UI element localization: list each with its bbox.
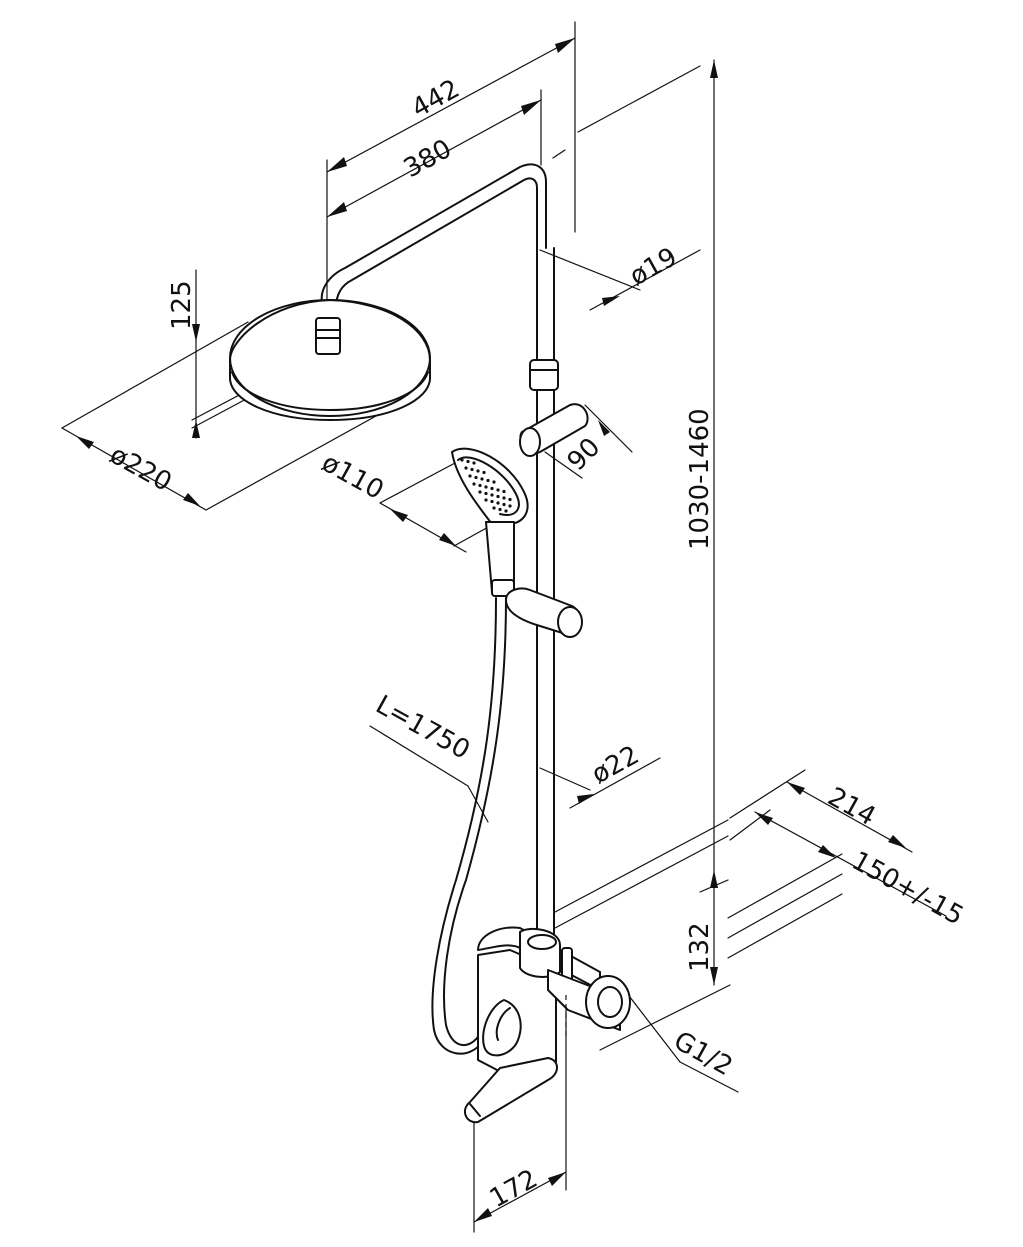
- dim-125: 125: [167, 280, 197, 330]
- nozzle-dot: [486, 478, 490, 483]
- nozzle-dot: [472, 482, 476, 486]
- dim-handshower-diameter: ø110: [317, 448, 389, 506]
- nozzle-dot: [476, 469, 480, 473]
- nozzle-dot: [508, 504, 512, 508]
- nozzle-dot: [466, 459, 470, 464]
- nozzle-dots: [460, 458, 512, 513]
- dim-132: 132: [685, 922, 715, 972]
- nozzle-dot: [468, 474, 472, 478]
- bath-spout: [463, 1057, 558, 1124]
- nozzle-dot: [508, 497, 512, 502]
- dim-spout-172: 172: [485, 1164, 543, 1214]
- dim-centers: 150+/-15: [847, 846, 969, 932]
- nozzle-dot: [482, 470, 486, 475]
- nozzle-dot: [484, 491, 488, 496]
- rain-shower-head: [229, 299, 431, 421]
- dim-arm-diameter: ø19: [625, 242, 682, 292]
- nozzle-dot: [498, 507, 502, 512]
- nozzle-dot: [484, 485, 488, 489]
- dim-442: 442: [407, 74, 465, 124]
- nozzle-dot: [504, 509, 508, 513]
- nozzle-dot: [460, 458, 464, 462]
- dim-214: 214: [823, 782, 881, 832]
- nozzle-dot: [490, 499, 494, 504]
- nozzle-dot: [502, 502, 506, 507]
- dim-380: 380: [399, 134, 457, 184]
- dim-slider-90: 90: [562, 432, 607, 477]
- hand-shower: [451, 447, 529, 597]
- lower-holder: [505, 587, 583, 638]
- nozzle-dot: [480, 477, 484, 481]
- nozzle-dot: [464, 466, 468, 470]
- dimension-lines: [61, 21, 947, 1233]
- slide-bar: [529, 247, 559, 936]
- nozzle-dot: [478, 483, 482, 488]
- dim-hose-length: L=1750: [371, 690, 475, 766]
- upper-holder: [519, 403, 589, 457]
- dim-head-diameter: ø220: [105, 440, 177, 498]
- dim-height-range: 1030-1460: [685, 408, 715, 550]
- lever-handle: [482, 999, 522, 1057]
- nozzle-dot: [470, 467, 474, 472]
- nozzle-dot: [492, 480, 496, 484]
- nozzle-dot: [496, 501, 500, 505]
- nozzle-dot: [478, 490, 482, 494]
- nozzle-dot: [490, 486, 494, 491]
- nozzle-dot: [496, 494, 500, 499]
- nozzle-dot: [496, 488, 500, 492]
- nozzle-dot: [490, 493, 494, 497]
- nozzle-dot: [502, 496, 506, 500]
- nozzle-dot: [472, 461, 476, 465]
- nozzle-dot: [492, 506, 496, 510]
- nozzle-dot: [502, 489, 506, 494]
- nozzle-dot: [484, 498, 488, 502]
- hose: [431, 597, 507, 1055]
- nozzle-dot: [474, 475, 478, 480]
- shower-arm: [320, 163, 547, 309]
